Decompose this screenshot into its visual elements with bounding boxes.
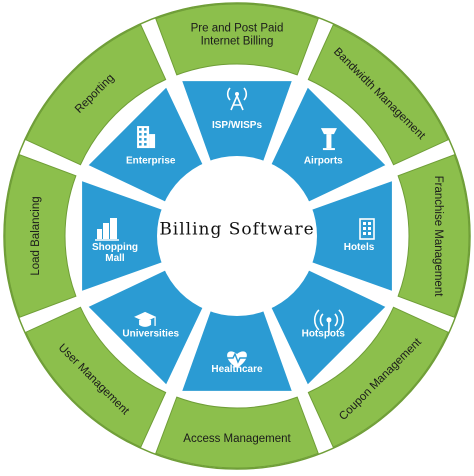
shopping-mall-icon	[95, 218, 119, 241]
heart-pulse-icon	[224, 351, 250, 368]
inner-segment: Healthcare	[180, 303, 294, 392]
outer-segment-shape	[155, 3, 319, 76]
control-tower-icon	[320, 128, 337, 151]
inner-ring: ISP/WISPsAirportsHotelsHotspotsHealthcar…	[81, 80, 393, 392]
inner-segment-label: Hotels	[344, 242, 375, 253]
inner-label-line: Enterprise	[126, 156, 176, 167]
hotel-building-icon	[359, 218, 375, 240]
center-title: Billing Software	[159, 220, 314, 240]
outer-segment: Load Balancing	[4, 154, 77, 318]
outer-segment-shape	[4, 154, 77, 318]
outer-label-line: Access Management	[183, 433, 291, 445]
inner-segment-label: ISP/WISPs	[212, 120, 262, 131]
outer-label-line: Franchise Management	[432, 176, 444, 298]
outer-segment-shape	[25, 24, 167, 166]
inner-segment-label: Universities	[122, 328, 179, 339]
outer-segment-label: Load Balancing	[30, 196, 42, 275]
outer-segment: Reporting	[25, 24, 167, 166]
outer-segment-shape	[307, 24, 449, 166]
antenna-tower-icon	[226, 87, 248, 111]
hotspot-signal-icon	[313, 309, 344, 333]
outer-segment-label: Franchise Management	[432, 176, 444, 298]
outer-segment-shape	[155, 396, 319, 469]
inner-segment: ISP/WISPs	[180, 80, 294, 169]
inner-segment-label: Healthcare	[211, 364, 263, 375]
inner-segment-label: Hotspots	[302, 328, 346, 339]
inner-label-line: Airports	[304, 156, 343, 167]
outer-segment-shape	[25, 306, 167, 448]
outer-segment: Access Management	[155, 396, 319, 469]
office-building-icon	[137, 126, 156, 149]
inner-label-line: Hotels	[344, 242, 375, 253]
outer-label-line: Internet Billing	[201, 36, 274, 48]
outer-label-line: Load Balancing	[30, 196, 42, 275]
inner-label-line: Universities	[122, 328, 179, 339]
outer-segment-shape	[307, 306, 449, 448]
inner-segment-label: Airports	[304, 156, 343, 167]
inner-label-line: Hotspots	[302, 328, 346, 339]
outer-segment-shape	[397, 154, 470, 318]
inner-label-line: Healthcare	[211, 364, 263, 375]
hub-circle	[157, 156, 317, 316]
outer-segment-label: Access Management	[183, 433, 291, 445]
inner-segment: Hotels	[304, 179, 393, 293]
inner-segment-label: Enterprise	[126, 156, 176, 167]
graduation-cap-icon	[134, 311, 157, 327]
outer-segment: Franchise Management	[397, 154, 470, 318]
center-hub: Billing Software	[157, 156, 317, 316]
inner-label-line: Mall	[105, 253, 125, 264]
outer-label-line: Pre and Post Paid	[191, 23, 284, 35]
inner-label-line: ISP/WISPs	[212, 120, 262, 131]
inner-label-line: Shopping	[92, 242, 138, 253]
